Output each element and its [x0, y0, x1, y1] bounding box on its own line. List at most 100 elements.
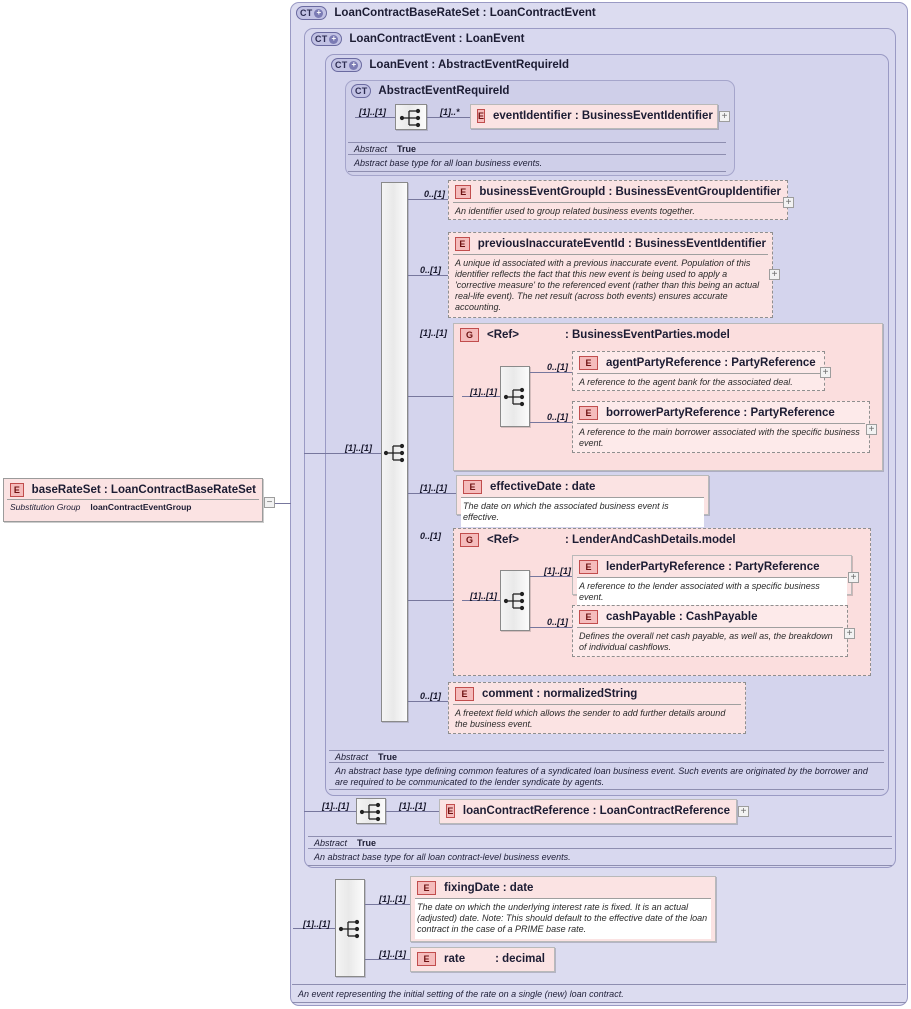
abstract-meta-row-1: Abstract True	[348, 142, 726, 155]
node-title-row: E borrowerPartyReference : PartyReferenc…	[573, 402, 869, 423]
node-businesseventgroupid[interactable]: E businessEventGroupId : BusinessEventGr…	[448, 180, 788, 220]
expand-handle-loancontractreference[interactable]: +	[738, 806, 749, 817]
expand-plus-icon: +	[785, 196, 792, 208]
sequence-icon	[503, 591, 525, 611]
container-title: LoanContractEvent : LoanEvent	[349, 33, 525, 45]
node-label: lenderPartyReference : PartyReference	[606, 561, 820, 573]
sequence-compositor-lenderandcashdetails[interactable]	[500, 570, 530, 631]
node-title-row: E agentPartyReference : PartyReference	[573, 352, 824, 373]
sequence-compositor-main[interactable]	[381, 182, 408, 722]
node-comment[interactable]: E comment : normalizedString A freetext …	[448, 682, 746, 734]
node-label: borrowerPartyReference : PartyReference	[606, 407, 835, 419]
abstract-description-1: Abstract base type for all loan business…	[354, 158, 543, 168]
ct-badge-icon: CT+	[296, 6, 328, 20]
expand-plus-icon: +	[740, 805, 747, 817]
node-loancontractreference[interactable]: E loanContractReference : LoanContractRe…	[439, 799, 737, 824]
sequence-compositor-abstract[interactable]	[395, 104, 427, 130]
abstract-divider-2	[329, 789, 884, 790]
substitution-group-value: loanContractEventGroup	[90, 502, 192, 512]
expand-handle-businesseventgroupid[interactable]: +	[783, 197, 794, 208]
sequence-compositor-businesseventparties[interactable]	[500, 366, 530, 427]
node-label: comment : normalizedString	[482, 688, 638, 700]
node-label: agentPartyReference : PartyReference	[606, 357, 816, 369]
node-label: businessEventGroupId : BusinessEventGrou…	[479, 186, 781, 198]
expand-handle-cashpayable[interactable]: +	[844, 628, 855, 639]
element-badge-icon: E	[10, 483, 24, 497]
expand-handle-eventidentifier[interactable]: +	[719, 111, 730, 122]
sequence-icon	[383, 443, 405, 463]
sequence-icon	[338, 919, 360, 939]
container-header-loancontractbaserateset[interactable]: CT+ LoanContractBaseRateSet : LoanContra…	[296, 6, 596, 20]
abstract-value: True	[357, 837, 377, 848]
container-title: LoanEvent : AbstractEventRequireId	[369, 59, 569, 71]
element-badge-icon: E	[579, 356, 598, 370]
connector-root-to-container	[275, 503, 291, 504]
group-type-label: : BusinessEventParties.model	[564, 329, 730, 341]
cardinality-effectivedate: [1]..[1]	[420, 483, 447, 493]
container-header-abstracteventrequireid[interactable]: CT AbstractEventRequireId	[351, 84, 509, 98]
connector-lcr-seq-left	[304, 811, 356, 812]
sequence-compositor-bottom[interactable]	[335, 879, 365, 977]
node-title-row: E fixingDate : date	[411, 877, 715, 898]
container-header-loancontractevent[interactable]: CT+ LoanContractEvent : LoanEvent	[311, 32, 524, 46]
connector-abstract-seq-left	[355, 117, 395, 118]
expand-handle-borrowerpartyreference[interactable]: +	[866, 424, 877, 435]
collapse-minus-icon: −	[266, 496, 273, 508]
group-badge-icon: G	[460, 328, 479, 342]
root-element-baserateset[interactable]: E baseRateSet : LoanContractBaseRateSet …	[3, 478, 263, 522]
root-element-label: baseRateSet : LoanContractBaseRateSet	[31, 484, 256, 496]
cardinality-lacd-seq: [1]..[1]	[470, 591, 497, 601]
node-lenderpartyreference[interactable]: E lenderPartyReference : PartyReference …	[572, 555, 852, 607]
root-element-title-row: E baseRateSet : LoanContractBaseRateSet	[4, 479, 262, 499]
expand-handle-agentpartyreference[interactable]: +	[820, 367, 831, 378]
node-label: effectiveDate : date	[490, 481, 596, 493]
node-rate[interactable]: E rate : decimal	[410, 947, 555, 972]
cardinality-abstract-seq-in: [1]..[1]	[359, 107, 386, 117]
cardinality-previousinaccurateeventid: 0..[1]	[420, 265, 442, 275]
expand-handle-lenderpartyreference[interactable]: +	[848, 572, 859, 583]
node-type-label: : decimal	[495, 953, 545, 965]
abstract-meta-row-2: Abstract True	[329, 750, 884, 763]
container-header-loanevent[interactable]: CT+ LoanEvent : AbstractEventRequireId	[331, 58, 569, 72]
node-eventidentifier[interactable]: E eventIdentifier : BusinessEventIdentif…	[470, 104, 718, 129]
element-badge-icon: E	[455, 185, 472, 199]
element-badge-icon: E	[579, 560, 598, 574]
sequence-compositor-loancontractreference[interactable]	[356, 798, 386, 824]
connector-cashpayable	[530, 627, 572, 628]
collapse-handle-root[interactable]: −	[264, 497, 275, 508]
node-agentpartyreference[interactable]: E agentPartyReference : PartyReference A…	[572, 351, 825, 391]
node-label: loanContractReference : LoanContractRefe…	[462, 805, 730, 817]
abstract-key: Abstract	[314, 837, 348, 848]
expand-handle-previousinaccurateeventid[interactable]: +	[769, 269, 780, 280]
root-element-substitution-group: Substitution Group loanContractEventGrou…	[7, 499, 259, 514]
expand-plus-icon: +	[771, 268, 778, 280]
group-ref-label: <Ref>	[487, 534, 519, 546]
expand-plus-icon: +	[314, 8, 324, 18]
root-description-divider-top	[292, 984, 906, 985]
node-title-row: E effectiveDate : date	[457, 476, 708, 497]
ct-badge-icon: CT+	[311, 32, 343, 46]
cardinality-eventidentifier: [1]..*	[440, 107, 460, 117]
connector-previousinaccurateeventid	[408, 275, 448, 276]
element-badge-icon: E	[579, 610, 598, 624]
abstract-value: True	[397, 143, 417, 154]
node-previousinaccurateeventid[interactable]: E previousInaccurateEventId : BusinessEv…	[448, 232, 773, 318]
abstract-divider-3	[308, 865, 892, 866]
cardinality-lenderandcashdetails: 0..[1]	[420, 531, 442, 541]
root-description-divider-bottom	[292, 1002, 906, 1003]
node-borrowerpartyreference[interactable]: E borrowerPartyReference : PartyReferenc…	[572, 401, 870, 453]
substitution-group-key: Substitution Group	[10, 502, 81, 512]
node-effectivedate[interactable]: E effectiveDate : date The date on which…	[456, 475, 709, 527]
node-title-row: E lenderPartyReference : PartyReference	[573, 556, 851, 577]
cardinality-rate: [1]..[1]	[379, 949, 406, 959]
group-badge-icon: G	[460, 533, 479, 547]
node-cashpayable[interactable]: E cashPayable : CashPayable Defines the …	[572, 605, 848, 657]
node-title-row: E cashPayable : CashPayable	[573, 606, 847, 627]
connector-borrowerpartyreference	[530, 422, 572, 423]
node-fixingdate[interactable]: E fixingDate : date The date on which th…	[410, 876, 716, 942]
node-description: A reference to the lender associated wit…	[577, 577, 847, 607]
sequence-icon	[399, 108, 421, 128]
group-ref-label: <Ref>	[487, 329, 519, 341]
element-badge-icon: E	[446, 804, 455, 818]
